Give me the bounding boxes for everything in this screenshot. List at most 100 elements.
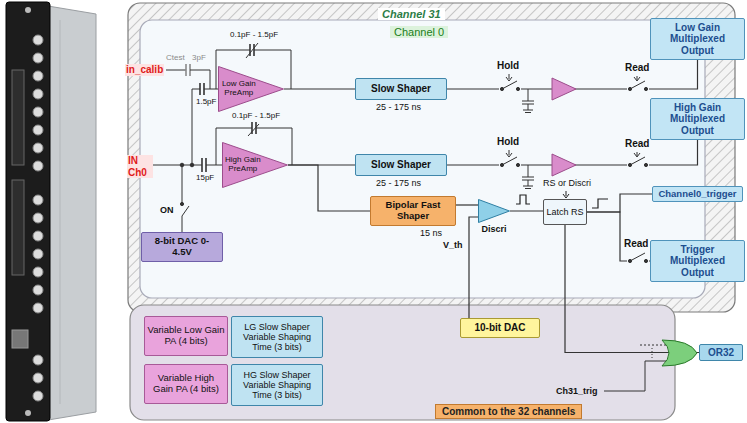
amplifier-symbol [219, 67, 284, 112]
capacitance-value: 3pF [192, 53, 206, 62]
preamp-triangle: Low Gain PreAmp [218, 66, 284, 112]
node-label: Trigger Multiplexed Output [651, 244, 744, 278]
control-name: Read [625, 138, 649, 150]
input-wiring [199, 83, 201, 95]
common-panel: Common to the 32 channelsVariable Low Ga… [130, 305, 675, 420]
module-photo [33, 249, 43, 259]
hold-read-stage [637, 76, 638, 80]
hold-read-stage [644, 259, 647, 262]
module-photo [33, 231, 43, 241]
module-photo [33, 107, 43, 117]
module-photo [33, 303, 43, 313]
input-wiring [166, 70, 186, 71]
input-wiring [182, 165, 183, 204]
comparator-symbol [479, 200, 510, 223]
or-output-box: OR32 [699, 344, 743, 361]
input-wiring [182, 216, 183, 232]
module-photo [12, 180, 24, 275]
node-label: LG Slow Shaper Variable Shaping Time (3 … [232, 322, 322, 352]
hold-read-stage [630, 157, 645, 165]
control-name: Read [625, 62, 649, 74]
hold-read-stage [502, 81, 517, 89]
node-label: High Gain Multiplexed Output [651, 102, 744, 136]
hold-read-stage [552, 154, 576, 176]
node-label: Discri [478, 224, 510, 234]
module-photo [6, 2, 96, 421]
capacitance-value: 15pF [196, 173, 214, 182]
hold-read-stage [502, 157, 517, 165]
discriminator: Discri [478, 199, 510, 243]
node-label: Variable Low Gain PA (4 bits) [145, 325, 227, 346]
capacitance-value: 0.1pF - 1.5pF [230, 30, 278, 39]
signal-wire [456, 204, 478, 205]
node-label: Latch RS [544, 207, 585, 217]
pulse-symbol [592, 199, 608, 208]
preamp-triangle: High Gain PreAmp [222, 142, 288, 188]
setting-box: LG Slow Shaper Variable Shaping Time (3 … [231, 316, 323, 358]
hold-read-stage [516, 163, 519, 166]
hold-read-stage [644, 87, 647, 90]
hold-read-stage [634, 153, 640, 157]
input-wiring [190, 163, 194, 167]
module-photo [33, 355, 43, 365]
or-gate [662, 340, 697, 366]
or-gate [604, 361, 668, 391]
dac-box: 8-bit DAC 0-4.5V [141, 232, 223, 262]
hold-read-stage [522, 165, 534, 189]
output-box: Low Gain Multiplexed Output [650, 18, 745, 60]
timing-value: 25 - 175 ns [376, 178, 421, 188]
signal-wire [284, 88, 355, 89]
module-photo [33, 125, 43, 135]
control-name: Hold [497, 136, 519, 148]
or-gate [640, 345, 668, 346]
panel-title: Channel 0 [390, 26, 448, 38]
capacitance-value: 0.1pF - 1.5pF [232, 111, 280, 120]
input-wiring [182, 206, 189, 216]
input-wiring [152, 64, 222, 232]
channel-panel: Channel 31Channel 0Low Gain PreAmpSlow S… [128, 3, 735, 312]
signal-wire [587, 212, 650, 261]
node-label: Channel0_trigger [656, 189, 738, 200]
node-label: 10-bit DAC [472, 322, 527, 333]
output-box: High Gain Multiplexed Output [650, 98, 745, 140]
module-photo [33, 35, 43, 401]
capacitor-name: Ctest [166, 53, 185, 62]
capacitance-value: 1.5pF [196, 97, 216, 106]
module-photo [25, 410, 31, 416]
node-label: HG Slow Shaper Variable Shaping Time (3 … [232, 370, 322, 400]
signal-wire [510, 210, 543, 211]
hold-read-stage [522, 89, 534, 113]
setting-box: Variable Low Gain PA (4 bits) [144, 316, 228, 356]
hold-read-stage [509, 74, 510, 79]
module-photo [33, 53, 43, 63]
shaper-box: Slow Shaper [355, 154, 447, 176]
module-photo [33, 89, 43, 99]
or-gate [604, 340, 697, 391]
hold-read-stage [644, 163, 647, 166]
module-photo [6, 2, 50, 421]
timing-value: 25 - 175 ns [376, 102, 421, 112]
input-wiring [201, 158, 203, 172]
panel-title: Channel 31 [378, 8, 445, 20]
node-label: Bipolar Fast Shaper [371, 200, 455, 221]
trigger-box: Channel0_trigger [652, 186, 743, 202]
amplifier-symbol [223, 143, 288, 188]
hold-read-stage [509, 150, 510, 155]
feedback-capacitor [246, 43, 258, 58]
node-label: 8-bit DAC 0-4.5V [142, 236, 222, 257]
module-photo [33, 161, 43, 171]
module-photo [33, 267, 43, 277]
node-label: Low Gain Multiplexed Output [651, 22, 744, 56]
module-photo [33, 373, 43, 383]
module-photo [33, 195, 43, 205]
signal-wire [447, 60, 698, 89]
feedback-capacitor [248, 124, 259, 136]
setting-box: Variable High Gain PA (4 bits) [144, 364, 228, 404]
module-photo [33, 35, 43, 45]
module-photo [33, 213, 43, 223]
channel-panel: Channel 0Low Gain PreAmpSlow ShaperLow G… [140, 20, 705, 298]
signal-name: V_th [443, 240, 463, 250]
control-name: RS or Discri [543, 178, 591, 188]
node-label: Slow Shaper [369, 83, 433, 94]
module-photo [48, 6, 96, 420]
